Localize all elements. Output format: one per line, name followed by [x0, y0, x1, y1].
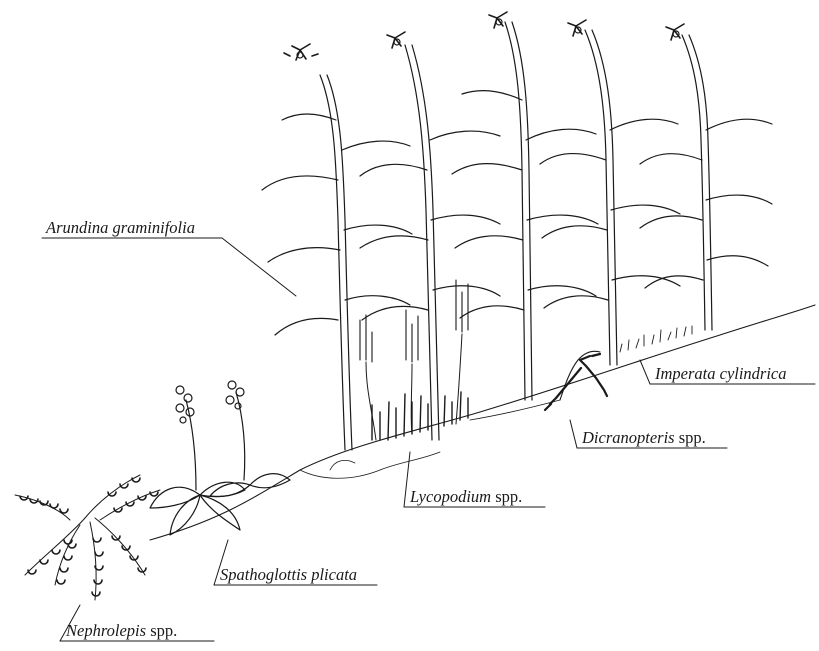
- label-nephrolepis-species: Nephrolepis: [66, 621, 146, 640]
- label-lycopodium-suffix: spp.: [491, 487, 522, 506]
- label-lycopodium-species: Lycopodium: [410, 487, 491, 506]
- label-dicranopteris-suffix: spp.: [675, 428, 706, 447]
- label-dicranopteris: Dicranopteris spp.: [582, 430, 706, 447]
- label-arundina-species: Arundina graminifolia: [46, 218, 195, 237]
- arundina-leader: [222, 238, 296, 296]
- label-imperata-cylindrica: Imperata cylindrica: [655, 366, 787, 383]
- imperata-leader: [640, 360, 650, 384]
- label-imperata-species: Imperata cylindrica: [655, 364, 787, 383]
- spathoglottis-plants: [150, 381, 290, 535]
- label-lycopodium: Lycopodium spp.: [410, 489, 522, 506]
- label-spathoglottis-plicata: Spathoglottis plicata: [220, 567, 357, 584]
- lycopodium-plants: [360, 280, 468, 440]
- imperata-grass: [620, 326, 692, 352]
- label-nephrolepis: Nephrolepis spp.: [66, 623, 177, 640]
- label-dicranopteris-species: Dicranopteris: [582, 428, 675, 447]
- label-spathoglottis-species: Spathoglottis plicata: [220, 565, 357, 584]
- dicranopteris-plants: [545, 351, 607, 410]
- label-nephrolepis-suffix: spp.: [146, 621, 177, 640]
- label-arundina-graminifolia: Arundina graminifolia: [46, 220, 195, 237]
- nephrolepis-plants: [15, 475, 160, 600]
- dicranopteris-leader: [570, 420, 577, 448]
